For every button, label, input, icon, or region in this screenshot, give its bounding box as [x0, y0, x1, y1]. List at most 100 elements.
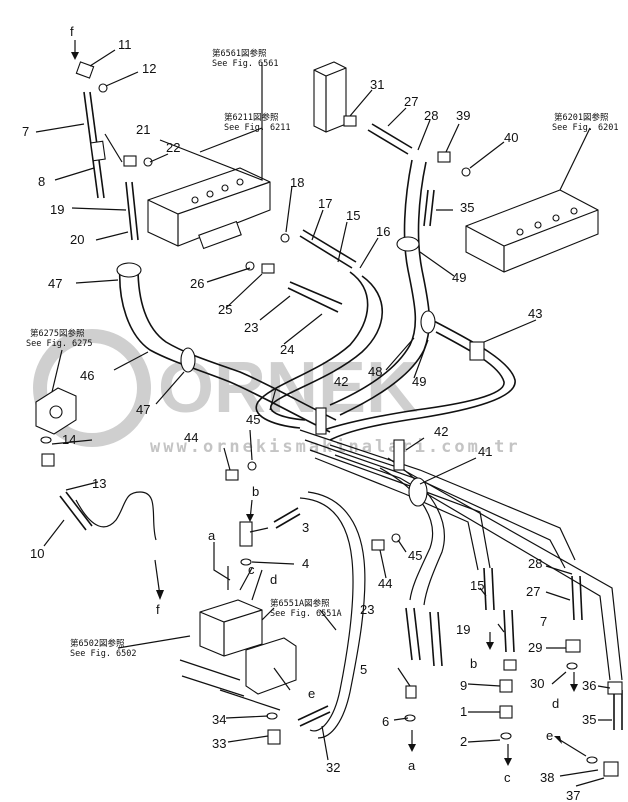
callout-15b: 15 — [470, 578, 484, 593]
ref-6561-en: See Fig. 6561 — [212, 59, 279, 69]
valve-block-6561 — [313, 61, 347, 133]
callout-14: 14 — [62, 432, 76, 447]
callout-23: 23 — [244, 320, 258, 335]
callout-8: 8 — [38, 174, 45, 189]
callout-9: 9 — [460, 678, 467, 693]
callout-21: 21 — [136, 122, 150, 137]
callout-32: 32 — [326, 760, 340, 775]
letter-d-bottom: d — [552, 696, 559, 711]
callout-17: 17 — [318, 196, 332, 211]
hose-routes — [75, 159, 623, 739]
callout-42: 42 — [334, 374, 348, 389]
callout-37: 37 — [566, 788, 580, 802]
callout-11: 11 — [118, 37, 132, 52]
letter-a-mid: a — [208, 528, 216, 543]
clamps — [116, 236, 485, 507]
part-callouts: 11 12 7 8 21 22 19 20 47 18 17 15 16 26 … — [22, 37, 596, 802]
callout-2: 2 — [460, 734, 467, 749]
callout-16: 16 — [376, 224, 390, 239]
letter-a-bottom: a — [408, 758, 416, 773]
callout-7: 7 — [22, 124, 29, 139]
callout-7b: 7 — [540, 614, 547, 629]
callout-49b: 49 — [412, 374, 426, 389]
ref-6275-en: See Fig. 6275 — [26, 339, 93, 349]
callout-36: 36 — [582, 678, 596, 693]
callout-27b: 27 — [526, 584, 540, 599]
callout-30: 30 — [530, 676, 544, 691]
valve-block-6551a — [179, 599, 297, 711]
callout-1: 1 — [460, 704, 467, 719]
callout-19: 19 — [50, 202, 64, 217]
callout-46: 46 — [80, 368, 94, 383]
ref-6211-jp: 第6211図参照 — [224, 112, 279, 123]
letter-d-mid: d — [270, 572, 277, 587]
callout-44: 44 — [184, 430, 198, 445]
control-valve-right — [465, 189, 599, 273]
callout-13: 13 — [92, 476, 106, 491]
callout-18: 18 — [290, 175, 304, 190]
callout-6: 6 — [382, 714, 389, 729]
callout-49: 49 — [452, 270, 466, 285]
direction-arrows — [71, 40, 587, 766]
callout-23b: 23 — [360, 602, 374, 617]
callout-5: 5 — [360, 662, 367, 677]
callout-40: 40 — [504, 130, 518, 145]
callout-39: 39 — [456, 108, 470, 123]
ref-6211-en: See Fig. 6211 — [224, 123, 291, 133]
callout-38: 38 — [540, 770, 554, 785]
callout-42b: 42 — [434, 424, 448, 439]
valve-6275 — [35, 387, 77, 435]
letter-e-bottom: e — [546, 728, 553, 743]
callout-48: 48 — [368, 364, 382, 379]
ref-6502-en: See Fig. 6502 — [70, 649, 137, 659]
letter-e-mid: e — [308, 686, 315, 701]
callout-15: 15 — [346, 208, 360, 223]
leader-lines — [35, 49, 612, 787]
ref-6502-jp: 第6502図参照 — [70, 638, 125, 649]
hose-assemblies — [59, 91, 623, 730]
callout-22: 22 — [166, 140, 180, 155]
fittings — [40, 61, 623, 777]
callout-20: 20 — [70, 232, 84, 247]
callout-31: 31 — [370, 77, 384, 92]
callout-43: 43 — [528, 306, 542, 321]
callout-41: 41 — [478, 444, 492, 459]
callout-45b: 45 — [408, 548, 422, 563]
control-valve-left — [147, 167, 271, 250]
callout-45: 45 — [246, 412, 260, 427]
callout-35b: 35 — [582, 712, 596, 727]
letter-c-bottom: c — [504, 770, 511, 785]
callout-47: 47 — [48, 276, 62, 291]
callout-10: 10 — [30, 546, 44, 561]
letter-b-bottom: b — [470, 656, 477, 671]
letter-b-mid: b — [252, 484, 259, 499]
callout-12: 12 — [142, 61, 156, 76]
callout-29: 29 — [528, 640, 542, 655]
callout-26: 26 — [190, 276, 204, 291]
watermark-logo: ORNEK — [158, 348, 418, 428]
ref-6275-jp: 第6275図参照 — [30, 328, 85, 339]
callout-47b: 47 — [136, 402, 150, 417]
ref-6551a-jp: 第6551A図参照 — [270, 598, 330, 609]
ref-6201-en: See Fig. 6201 — [552, 123, 619, 133]
figure-references: 第6561図参照 See Fig. 6561 第6211図参照 See Fig.… — [26, 48, 619, 659]
connection-letters: f f a a b b c c d d e e — [70, 24, 559, 785]
callout-25: 25 — [218, 302, 232, 317]
callout-33: 33 — [212, 736, 226, 751]
callout-3: 3 — [302, 520, 309, 535]
callout-35: 35 — [460, 200, 474, 215]
callout-24: 24 — [280, 342, 294, 357]
callout-19b: 19 — [456, 622, 470, 637]
ref-6201-jp: 第6201図参照 — [554, 112, 609, 123]
letter-f-bottom: f — [156, 602, 160, 617]
callout-34: 34 — [212, 712, 226, 727]
callout-28: 28 — [424, 108, 438, 123]
callout-28b: 28 — [528, 556, 542, 571]
ref-6561-jp: 第6561図参照 — [212, 48, 267, 59]
callout-27: 27 — [404, 94, 418, 109]
callout-4: 4 — [302, 556, 309, 571]
ref-6551a-en: See Fig. 6551A — [270, 609, 342, 619]
watermark-url: www.ornekismakinalari.com.tr — [150, 437, 521, 457]
